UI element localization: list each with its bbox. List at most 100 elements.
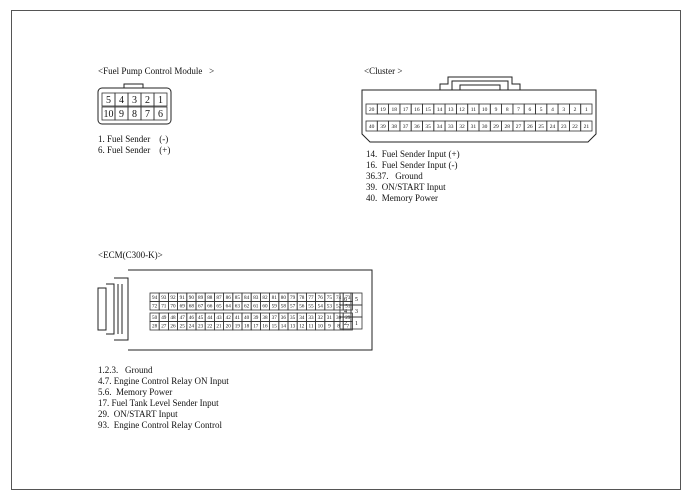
fuel-pump-pin-label: 3: [132, 95, 137, 106]
cluster-pin-label: 31: [471, 124, 477, 130]
cluster-pin-label: 16: [414, 107, 420, 113]
ecm-pin-label: 35: [290, 315, 296, 321]
ecm-pin-label: 48: [170, 315, 176, 321]
ecm-pin-label: 80: [281, 295, 287, 301]
fuel-pump-pin-label: 1: [158, 95, 163, 106]
cluster-pin-label: 7: [517, 107, 520, 113]
ecm-pin-label: 63: [235, 304, 241, 310]
ecm-pin-label: 25: [180, 324, 186, 330]
ecm-pin-label: 21: [216, 324, 222, 330]
cluster-pin-label: 26: [527, 124, 533, 130]
fuel-pump-legend: 1. Fuel Sender (-) 6. Fuel Sender (+): [98, 134, 170, 156]
fuel-pump-pin-label: 7: [145, 109, 150, 120]
cluster-legend-item: 40. Memory Power: [366, 193, 438, 203]
ecm-pin-label: 50: [152, 315, 158, 321]
ecm-pin-label: 42: [226, 315, 232, 321]
ecm-pin-label: 23: [198, 324, 204, 330]
cluster-pin-label: 39: [380, 124, 386, 130]
ecm-pin-label: 15: [272, 324, 278, 330]
cluster-pin-label: 11: [471, 107, 477, 113]
ecm-pin-label: 79: [290, 295, 296, 301]
ecm-pin-label: 16: [262, 324, 268, 330]
ecm-pin-label: 45: [198, 315, 204, 321]
ecm-pin-label: 13: [290, 324, 296, 330]
cluster-pin-label: 12: [459, 107, 465, 113]
ecm-pin-label: 88: [207, 295, 213, 301]
ecm-pin-label: 91: [180, 295, 186, 301]
cluster-pin-label: 25: [538, 124, 544, 130]
ecm-legend-item: 1.2.3. Ground: [98, 365, 153, 375]
ecm-pin-label: 22: [207, 324, 213, 330]
cluster-pin-label: 24: [550, 124, 556, 130]
ecm-side-pin-cell: [350, 316, 363, 330]
ecm-pin-label: 19: [235, 324, 241, 330]
ecm-pin-label: 86: [226, 295, 232, 301]
cluster-pin-label: 33: [448, 124, 454, 130]
ecm-pin-label: 14: [281, 324, 287, 330]
ecm-pin-label: 75: [327, 295, 333, 301]
ecm-pin-cell: [342, 321, 353, 331]
ecm-pin-label: 62: [244, 304, 250, 310]
cluster-pin-label: 4: [551, 107, 554, 113]
ecm-pin-label: 17: [253, 324, 259, 330]
ecm-pin-label: 67: [198, 304, 204, 310]
ecm-pin-label: 41: [235, 315, 241, 321]
cluster-pin-label: 5: [540, 107, 543, 113]
ecm-pin-label: 93: [161, 295, 167, 301]
ecm-pin-label: 38: [262, 315, 268, 321]
ecm-pin-label: 55: [308, 304, 314, 310]
ecm-pin-label: 58: [281, 304, 287, 310]
fuel-pump-legend-item: 6. Fuel Sender (+): [98, 145, 171, 155]
ecm-pin-label: 81: [272, 295, 278, 301]
cluster-pin-label: 35: [425, 124, 431, 130]
ecm-pin-label: 30: [336, 315, 342, 321]
cluster-pin-label: 13: [448, 107, 454, 113]
fuel-pump-pin-cell: [153, 106, 168, 121]
ecm-title: <ECM(C300-K)>: [98, 250, 163, 260]
cluster-pin-label: 23: [561, 124, 567, 130]
ecm-pin-label: 68: [189, 304, 195, 310]
ecm-pin-label: 74: [336, 295, 342, 301]
ecm-legend-item: 4.7. Engine Control Relay ON Input: [98, 376, 229, 386]
ecm-legend-item: 93. Engine Control Relay Control: [98, 420, 222, 430]
ecm-pin-label: 43: [216, 315, 222, 321]
ecm-pin-label: 9: [328, 324, 331, 330]
ecm-side-pin-label: 3: [355, 309, 358, 315]
cluster-pin-label: 20: [369, 107, 375, 113]
ecm-pin-label: 51: [345, 304, 351, 310]
ecm-pin-label: 85: [235, 295, 241, 301]
ecm-pin-label: 44: [207, 315, 213, 321]
ecm-pin-label: 73: [345, 295, 351, 301]
fuel-pump-pin-label: 4: [119, 95, 124, 106]
cluster-pin-label: 15: [425, 107, 431, 113]
ecm-pin-label: 52: [336, 304, 342, 310]
ecm-pin-label: 78: [299, 295, 305, 301]
ecm-pin-label: 61: [253, 304, 259, 310]
ecm-pin-label: 66: [207, 304, 213, 310]
ecm-pin-label: 12: [299, 324, 305, 330]
ecm-legend: 1.2.3. Ground 4.7. Engine Control Relay …: [98, 365, 229, 431]
ecm-side-pin-label: 5: [355, 297, 358, 303]
ecm-pin-label: 89: [198, 295, 204, 301]
ecm-pin-label: 18: [244, 324, 250, 330]
cluster-pin-label: 30: [482, 124, 488, 130]
ecm-pin-label: 24: [189, 324, 195, 330]
ecm-pin-label: 49: [161, 315, 167, 321]
ecm-pin-label: 32: [318, 315, 324, 321]
cluster-legend-item: 16. Fuel Sender Input (-): [366, 160, 458, 170]
ecm-pin-label: 29: [345, 315, 351, 321]
ecm-pin-label: 83: [253, 295, 259, 301]
cluster-pin-label: 2: [574, 107, 577, 113]
ecm-pin-label: 94: [152, 295, 158, 301]
ecm-pin-label: 56: [299, 304, 305, 310]
ecm-side-pin-label: 1: [355, 321, 358, 327]
cluster-pin-label: 40: [369, 124, 375, 130]
ecm-pin-label: 11: [309, 324, 314, 330]
fuel-pump-pin-label: 9: [119, 109, 124, 120]
ecm-side-pin-label: 2: [344, 321, 347, 327]
cluster-pin-label: 6: [528, 107, 531, 113]
cluster-legend-item: 14. Fuel Sender Input (+): [366, 149, 460, 159]
fuel-pump-legend-item: 1. Fuel Sender (-): [98, 134, 169, 144]
